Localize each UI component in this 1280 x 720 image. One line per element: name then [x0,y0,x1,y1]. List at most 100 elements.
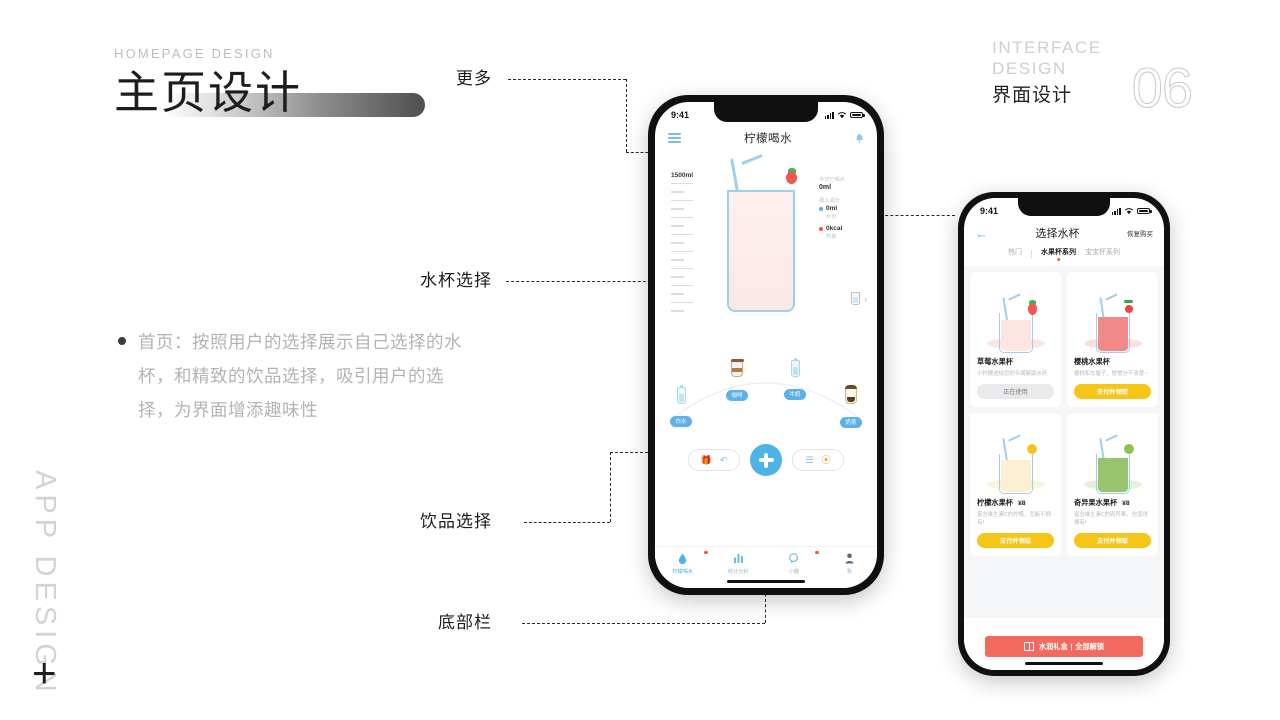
tab-label-chat: 小趣 [788,569,799,575]
strawberry-icon [785,168,798,184]
leader-line-more-v [626,79,627,152]
bell-icon[interactable] [855,133,864,144]
tab-me[interactable]: 我 [822,552,878,575]
measurement-scale: 1500ml [671,172,711,319]
water-glass-illustration[interactable] [727,153,797,312]
strawberry-icon [1027,300,1037,315]
status-time: 9:41 [671,110,690,120]
annotation-cup-select: 水杯选择 [420,271,492,291]
leader-line-more-h2 [626,152,658,153]
header-right-cn: 界面设计 [992,84,1073,106]
cup-card[interactable]: 樱桃水果杯 樱桃和车厘子，傻傻分不清楚~ 支付并领取 [1067,272,1158,407]
signal-icon [824,111,834,119]
tab-water[interactable]: 柠檬喝水 [655,551,711,575]
body-copy-text: 首页：按照用户的选择展示自己选择的水杯，和精致的饮品选择，吸引用户的选择，为界面… [138,333,462,421]
card-action-button[interactable]: 支付并领取 [977,532,1054,548]
phone1-navbar: 柠檬喝水 [655,124,877,154]
leader-line-phone2-h [880,215,955,216]
card-description: 富含维生素C的柠檬，怎能不拥有! [977,511,1051,527]
card-artwork [977,420,1054,494]
card-artwork [977,279,1054,353]
back-arrow-icon[interactable]: ← [975,225,988,241]
undo-icon[interactable]: ↶ [719,454,728,465]
cup-switch-button[interactable]: › [851,292,867,305]
drink-label-water: 白水 [670,415,692,427]
intake-stats: 今日已喝水 0ml 摄入成份 0ml 水份 0kcal [819,176,869,245]
header-right-line1: INTERFACE [992,38,1102,57]
tab-stats[interactable]: 统计分析 [711,552,767,575]
tab-fruit-cups[interactable]: 水果杯系列 [1041,247,1076,260]
tab-divider [1031,249,1032,258]
drink-item-coffee[interactable]: 咖啡 [719,359,755,402]
bullet-point-icon [118,337,126,345]
phone-mockup-home: 9:41 柠檬喝水 1500ml [648,95,884,595]
cup-card-grid: 草莓水果杯 小柠檬送给您的专属健康水杯 正在使用 [964,266,1164,618]
chevron-right-icon: › [864,293,867,304]
unlock-all-button[interactable]: 水润礼盒 | 全部解锁 [985,636,1143,657]
kiwi-icon [1123,443,1134,454]
drink-item-milktea[interactable]: 奶茶 [833,385,869,429]
right-action-group[interactable]: ☰ ⦿ [792,449,844,471]
battery-icon [1137,207,1152,215]
tab-baby-cups[interactable]: 宝宝杯系列 [1085,248,1120,256]
today-label: 今日已喝水 [819,177,845,183]
card-title: 奇异果水果杯 [1074,497,1118,507]
glass-body [727,192,795,312]
card-action-button[interactable]: 正在使用 [977,383,1054,399]
calorie-value: 0kcal [826,225,843,232]
check-circle-icon[interactable]: ⦿ [821,454,831,465]
left-action-group[interactable]: 🎁 ↶ [688,449,740,471]
card-description: 小柠檬送给您的专属健康水杯 [977,371,1048,377]
person-icon [845,553,854,564]
cup-card[interactable]: 奇异果水果杯 ¥8 富含维生素C的奇异果，也值得拥有! 支付并领取 [1067,412,1158,556]
card-action-button[interactable]: 支付并领取 [1074,383,1151,399]
drink-item-water[interactable]: 白水 [663,384,699,428]
add-water-button[interactable] [750,444,782,476]
page-title: 主页设计 [114,66,303,119]
list-icon[interactable]: ☰ [805,454,814,465]
tab-hot[interactable]: 热门 [1008,248,1022,256]
cup-card[interactable]: 草莓水果杯 小柠檬送给您的专属健康水杯 正在使用 [970,272,1061,407]
water-value: 0ml [826,205,838,212]
leader-line-bottom-v [765,578,766,623]
action-row: 🎁 ↶ ☰ ⦿ [655,440,877,480]
leader-line-bottom-h [522,623,765,624]
gift-box-icon [1023,641,1034,652]
drink-selector: 白水 咖啡 牛奶 奶茶 [655,354,877,432]
badge-dot [815,551,819,555]
straw-top-icon [741,153,763,166]
restore-purchase-button[interactable]: 恢复购买 [1127,230,1153,238]
hamburger-icon[interactable] [668,133,681,143]
water-dot-icon [819,207,823,211]
signal-icon [1111,207,1121,215]
calorie-dot-icon [819,227,823,231]
phone2-notch [1018,198,1110,216]
drink-label-milk: 牛奶 [784,388,806,400]
glass-rim [727,190,795,194]
today-value: 0ml [819,184,832,191]
body-copy: 首页：按照用户的选择展示自己选择的水杯，和精致的饮品选择，吸引用户的选择，为界面… [118,326,478,428]
card-artwork [1074,279,1151,353]
chat-bubble-icon [789,553,799,564]
bar-chart-icon [733,553,743,564]
card-artwork [1074,420,1151,494]
phone2-navbar: ← 选择水杯 恢复购买 [964,220,1164,247]
tab-chat[interactable]: 小趣 [766,551,822,575]
category-tabs: 热门 水果杯系列 宝宝杯系列 [964,247,1164,266]
header-kicker: HOMEPAGE DESIGN [114,46,275,61]
tab-label-me: 我 [846,569,852,575]
tab-label-stats: 统计分析 [727,569,749,575]
scale-max-label: 1500ml [671,172,694,179]
lemon-icon [1026,443,1037,454]
drink-item-milk[interactable]: 牛奶 [777,357,813,401]
card-action-button[interactable]: 支付并领取 [1074,532,1151,548]
card-title: 草莓水果杯 [977,357,1013,366]
battery-icon [850,111,865,119]
banner-text: 水润礼盒 | 全部解锁 [1038,641,1105,651]
leader-line-more-h [508,79,626,80]
header-right: INTERFACE DESIGN 界面设计 06 [992,38,1194,116]
cup-card[interactable]: 柠檬水果杯 ¥8 富含维生素C的柠檬，怎能不拥有! 支付并领取 [970,412,1061,556]
gift-icon[interactable]: 🎁 [700,454,712,465]
phone1-notch [714,102,818,122]
card-title: 柠檬水果杯 [977,497,1013,507]
